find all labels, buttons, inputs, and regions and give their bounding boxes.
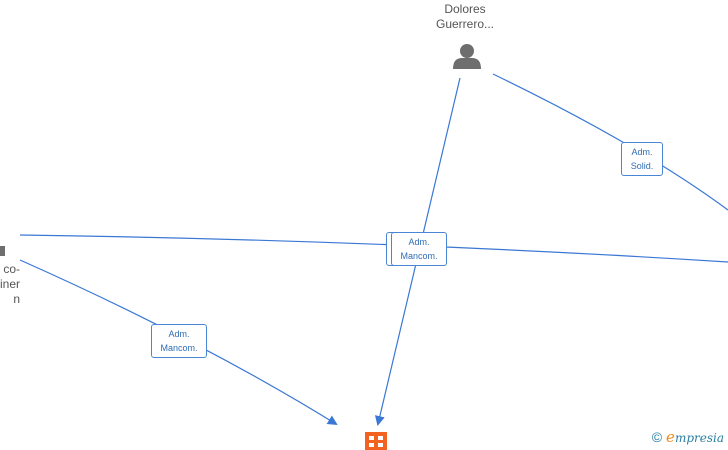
edge-label-adm-mancom[interactable]: Adm. Mancom. — [151, 324, 207, 358]
person-name-line: Dolores — [444, 2, 486, 16]
person-name-line: Guerrero... — [435, 17, 495, 31]
brand-name-rest: mpresia — [674, 431, 724, 445]
edge-label-role: Mancom. — [160, 343, 198, 353]
person-icon[interactable] — [0, 246, 6, 256]
edge-label-role: Adm. — [408, 237, 430, 247]
edge-label-role: Adm. — [631, 147, 653, 157]
edge-label-role: Solid. — [630, 161, 654, 171]
edge-left-person-to-right — [19, 234, 728, 263]
copyright-icon: © — [651, 429, 663, 445]
edge-label-adm-solid[interactable]: Adm. Solid. — [621, 142, 663, 176]
brand-name: empresia — [666, 428, 724, 446]
person-label[interactable]: Dolores Guerrero... — [420, 2, 510, 32]
edge-label-adm-mancom[interactable]: Adm. Mancom. — [391, 232, 447, 266]
brand-logo-letter: e — [666, 428, 675, 446]
person-icon[interactable] — [453, 44, 481, 69]
company-icon[interactable] — [365, 432, 387, 450]
edge-label-role: Mancom. — [400, 251, 438, 261]
edge-top-person-to-right — [492, 73, 728, 211]
person-name-line: n — [13, 292, 20, 306]
person-name-line: co- — [3, 262, 20, 276]
brand-watermark: © empresia — [652, 428, 724, 446]
edge-label-role: Adm. — [168, 329, 190, 339]
person-name-line: iner — [0, 277, 21, 291]
person-label[interactable]: co- iner n — [0, 262, 20, 307]
